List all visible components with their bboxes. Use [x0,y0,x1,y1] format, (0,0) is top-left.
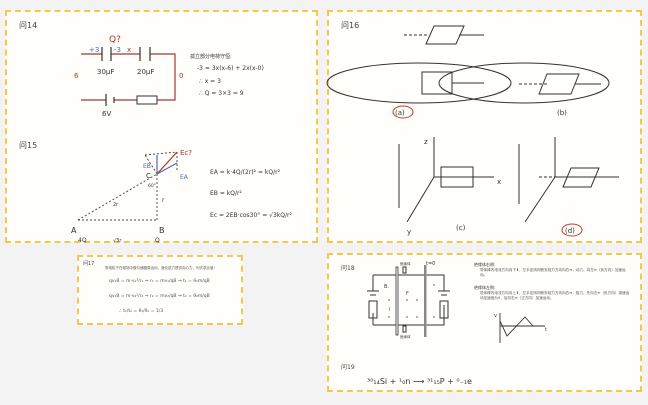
q15-charge-a: 4Q [78,237,87,244]
q16-label-c: (c) [456,224,466,232]
q14-circuit-diagram: Q? +3 -3 x 30μF 20μF 6 0 6V 孤立部分电荷守恒: -3… [19,35,292,244]
q18-title: 问18 [341,265,355,272]
q15-ea-label: EA [180,174,189,181]
q15-charge-b: Q [155,237,160,244]
q14-pot-right: 0 [179,72,183,80]
q15-eb-label: EB [143,163,151,170]
q18-v-axis: v [494,313,497,319]
panel-q18-q19: 问18 绝缘体 绝缘体 t=0 B. F I 绝缘体右侧: 绝缘体左侧: v t… [327,253,642,392]
q14-question-label: Q? [109,35,121,45]
panel-q14-q15: 问14 Q? +3 -3 x 30μF 20μF 6 0 6V 孤立部分电荷守恒… [5,10,318,244]
q18-right-title: 绝缘体右侧: [474,261,495,267]
q18-left-text: 导体棒内电流方向向上⬆，左手定则判断安培力方向向右➡，阻力，先向左⬅（负方向）减… [480,291,630,300]
q18-b-field: B. [384,284,389,290]
q15-title: 问15 [19,141,37,150]
q16-title: 问16 [341,21,360,30]
q14-eq3: ∴ Q = 3×3 = 9 [199,90,244,97]
q16-label-d: (d) [565,227,575,235]
q17-line3: ∴ t₁/t₂ = θ₁/θ₂ = 1/3 [119,309,164,314]
q17-line1: qv₁B = m·v₁²/r₁ ⇒ r₁ = mv₁/qB ⇒ t₁ = θ₁m… [109,279,210,284]
q14-unknown: x [127,46,131,54]
panel-q16: 问16 (a) (b) (c) (d) x y z [326,10,642,243]
q18-insulator-bottom: 绝缘体 [400,334,411,339]
q18-right-text: 导体棒内电流方向向下⬇，左手定则判断安培力方向向右➡，动力，向左⬅（负方向）加速… [480,268,626,277]
q15-point-b: B [159,226,165,235]
q15-eq-eb: EB = kQ/r² [210,190,242,197]
q14-cap2: 20μF [137,68,154,76]
q19-title: 问19 [341,363,355,371]
q16-label-a: (a) [395,109,405,117]
q15-angle: 60° [148,183,156,189]
q18-insulator-top: 绝缘体 [400,261,411,266]
q18-t-axis: t [545,327,547,333]
q18-force: F [406,291,409,297]
q15-eq-ea: EA = k·4Q/(2r)² = kQ/r² [210,169,281,176]
q14-eq2: ∴ x = 3 [199,78,221,85]
q15-side-ab: √3r [113,238,122,244]
q17-title: 问17 [83,261,95,267]
q16-diagrams: (a) (b) (c) (d) x y z [326,25,619,237]
q18-current: I [389,307,390,313]
q18-left-title: 绝缘体左侧: [474,284,495,290]
q14-note-title: 孤立部分电荷守恒: [190,53,232,60]
q16-axis-z: z [424,138,428,146]
q15-side-ac: 2r [113,202,119,208]
q14-charge-left: +3 [89,46,99,54]
q15-eq-ec: Ec = 2EB·cos30° = √3kQ/r² [210,212,292,219]
q14-eq1: -3 = 3x(x-6) + 2x(x-0) [197,65,264,72]
q14-cap1: 30μF [97,68,114,76]
q14-charge-mid: -3 [114,46,121,54]
q16-axis-y: y [407,228,411,236]
q17-line2: qv₂B = m·v₂²/r₂ ⇒ r₂ = mv₂/qB ⇒ t₂ = θ₂m… [109,294,210,299]
q15-side-bc: r [162,197,165,204]
q15-ec-label: Ec? [180,149,192,157]
q14-pot-left: 6 [74,72,79,80]
q18-t0: t=0 [426,261,435,267]
q16-label-b: (b) [557,109,567,117]
q15-point-c: C [146,172,151,180]
q17-intro: 带电粒子在磁场中做匀速圆周运动，洛伦兹力提供向心力，列式求比值： [105,266,217,270]
q16-axis-x: x [497,178,501,186]
q14-battery: 6V [102,110,111,118]
q14-title: 问14 [19,21,38,30]
panel-q17: 问17 带电粒子在磁场中做匀速圆周运动，洛伦兹力提供向心力，列式求比值： qv₁… [77,255,243,325]
q18-circuit-diagram: 绝缘体 绝缘体 t=0 B. F I 绝缘体右侧: 绝缘体左侧: v t 问19… [341,261,547,386]
q19-equation: ³⁰₁₄Si + ¹₀n ⟶ ³¹₁₅P + ⁰₋₁e [367,377,472,386]
q15-point-a: A [71,226,77,235]
